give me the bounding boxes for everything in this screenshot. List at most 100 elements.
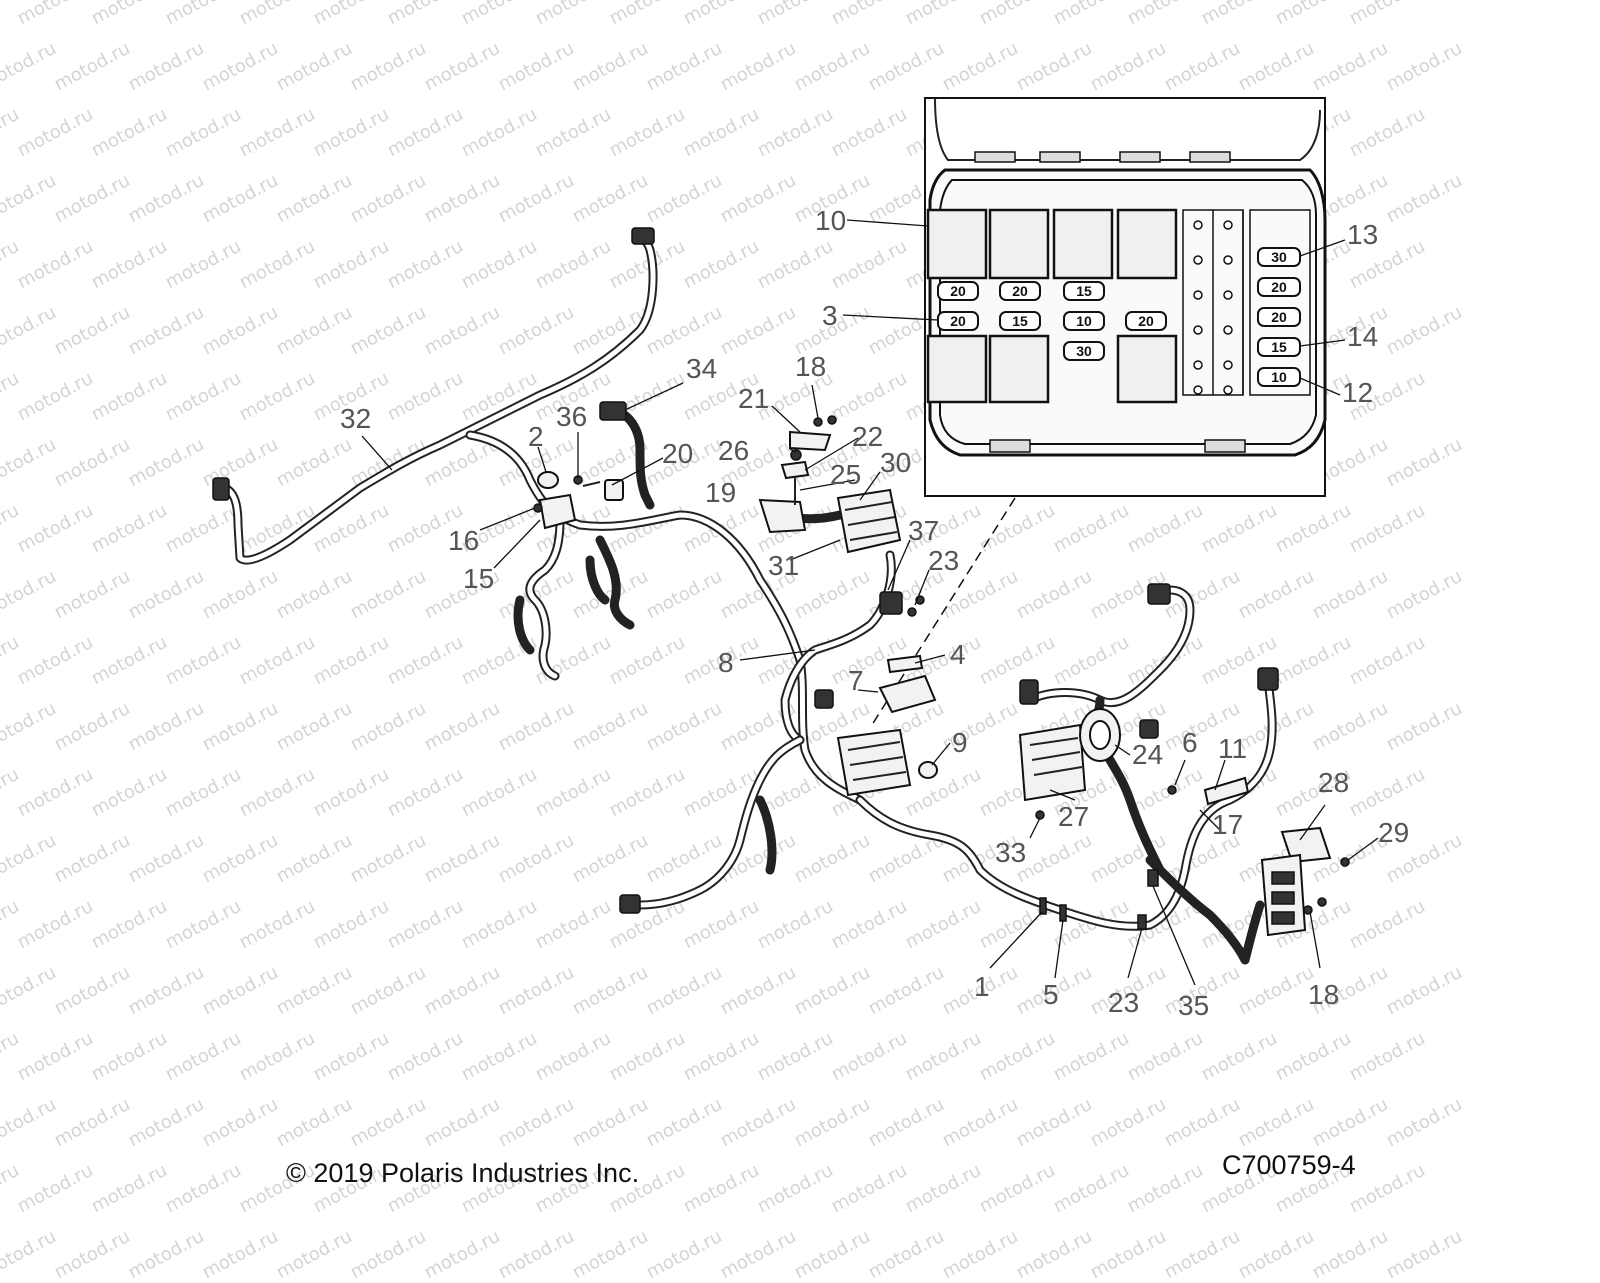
callout-11: 11: [1218, 733, 1247, 764]
callout-4: 4: [950, 639, 966, 670]
nut-26: [790, 449, 802, 461]
watermark-text: motod.ru: [1086, 1225, 1170, 1283]
fuse-20-f: 20: [1257, 307, 1301, 327]
svg-text:30: 30: [1076, 343, 1092, 359]
connector-right-end: [1257, 667, 1279, 691]
fuse-20-a: 20: [937, 281, 979, 301]
callout-5: 5: [1043, 979, 1059, 1010]
bolt-6: [1167, 785, 1177, 795]
callout-2: 2: [528, 421, 544, 452]
svg-text:10: 10: [1271, 369, 1287, 385]
band-5: [1059, 904, 1067, 922]
callout-13: 13: [1347, 219, 1378, 250]
callout-37: 37: [908, 515, 939, 546]
callout-9: 9: [952, 727, 968, 758]
callout-16: 16: [448, 525, 479, 556]
bracket-15: [538, 493, 577, 530]
sensor-19: [758, 498, 807, 534]
fuse-20-e: 20: [1257, 277, 1301, 297]
watermark-text: motod.ru: [1160, 1225, 1244, 1283]
connector-32-end-top: [631, 227, 655, 245]
switch-module-17: [1260, 853, 1307, 937]
callout-31: 31: [768, 550, 799, 581]
fuse-15-b: 15: [999, 311, 1041, 331]
watermark-text: motod.ru: [1012, 1225, 1096, 1283]
fuse-20-c: 20: [937, 311, 979, 331]
watermark-text: motod.ru: [198, 1225, 282, 1283]
fuse-30-a: 30: [1063, 341, 1105, 361]
watermark-text: motod.ru: [1308, 1225, 1392, 1283]
clip-35: [1147, 869, 1159, 887]
wiring-harness-diagram: 20 20 15 20 15 10 20 30 30 20 20 15 10: [212, 97, 1409, 1021]
callout-numbers: 10 3 13 14 12 18 21 22 26 30 19 25 31 37…: [340, 205, 1409, 1021]
svg-text:20: 20: [950, 283, 966, 299]
callout-23-bottom: 23: [1108, 987, 1139, 1018]
watermark-text: motod.ru: [1234, 1225, 1318, 1283]
callout-34: 34: [686, 353, 717, 384]
callout-32: 32: [340, 403, 371, 434]
fuse-10-a: 10: [1063, 311, 1105, 331]
callout-1: 1: [974, 971, 990, 1002]
connector-cluster-top-right: [1019, 583, 1171, 739]
svg-text:20: 20: [1012, 283, 1028, 299]
watermark-text: motod.ru: [494, 1225, 578, 1283]
svg-text:20: 20: [1271, 309, 1287, 325]
fuse-15-a: 15: [1063, 281, 1105, 301]
callout-26: 26: [718, 435, 749, 466]
band-1: [1039, 897, 1047, 915]
svg-text:15: 15: [1271, 339, 1287, 355]
svg-text:15: 15: [1076, 283, 1092, 299]
fuse-20-d: 20: [1125, 311, 1167, 331]
callout-7: 7: [848, 665, 864, 696]
watermark-text: motod.ru: [864, 1225, 948, 1283]
diagram-code: C700759-4: [1222, 1150, 1356, 1180]
callout-10: 10: [815, 205, 846, 236]
svg-text:20: 20: [950, 313, 966, 329]
bracket-21: [789, 430, 832, 452]
callout-27: 27: [1058, 801, 1089, 832]
callout-30: 30: [880, 447, 911, 478]
copyright-text: © 2019 Polaris Industries Inc.: [286, 1158, 640, 1188]
callout-17: 17: [1212, 809, 1243, 840]
callout-21: 21: [738, 383, 769, 414]
watermark-text: motod.ru: [346, 1225, 430, 1283]
fuse-slot-grid: [1182, 209, 1311, 396]
svg-text:20: 20: [1138, 313, 1154, 329]
callout-14: 14: [1347, 321, 1378, 352]
callout-8: 8: [718, 647, 734, 678]
bolt-18-top: [813, 415, 837, 427]
callout-36: 36: [556, 401, 587, 432]
label-4: [886, 654, 924, 674]
callout-22: 22: [852, 421, 883, 452]
fuse-15-c: 15: [1257, 337, 1301, 357]
grommet-2: [537, 471, 559, 489]
svg-text:30: 30: [1271, 249, 1287, 265]
svg-text:10: 10: [1076, 313, 1092, 329]
nut-16: [533, 503, 543, 513]
callout-18-top: 18: [795, 351, 826, 382]
callout-25: 25: [830, 459, 861, 490]
bracket-25: [780, 460, 810, 505]
watermark-text: motod.ru: [938, 1225, 1022, 1283]
fuse-box-inset: 20 20 15 20 15 10 20 30 30 20 20 15 10: [924, 97, 1327, 497]
clip-23-bottom: [1137, 914, 1147, 930]
watermark-text: motod.ru: [272, 1225, 356, 1283]
connector-32-end-left: [212, 477, 230, 501]
module-7: [878, 674, 937, 714]
callout-35: 35: [1178, 990, 1209, 1021]
connector-34: [599, 401, 627, 421]
watermark-text: motod.ru: [1382, 1225, 1466, 1283]
watermark-text: motod.ru: [568, 1225, 652, 1283]
callout-6: 6: [1182, 727, 1198, 758]
callout-15: 15: [463, 563, 494, 594]
fuse-10-b: 10: [1257, 367, 1301, 387]
grommet-24: [1079, 708, 1121, 762]
connector-left-end: [619, 894, 641, 914]
callout-20: 20: [662, 438, 693, 469]
watermark-text: motod.ru: [124, 1225, 208, 1283]
fuse-box-assembly: [836, 728, 912, 797]
watermark-text: motod.ru: [420, 1225, 504, 1283]
bolt-29: [1340, 857, 1350, 867]
callout-33: 33: [995, 837, 1026, 868]
watermark-text: motod.ru: [50, 1225, 134, 1283]
